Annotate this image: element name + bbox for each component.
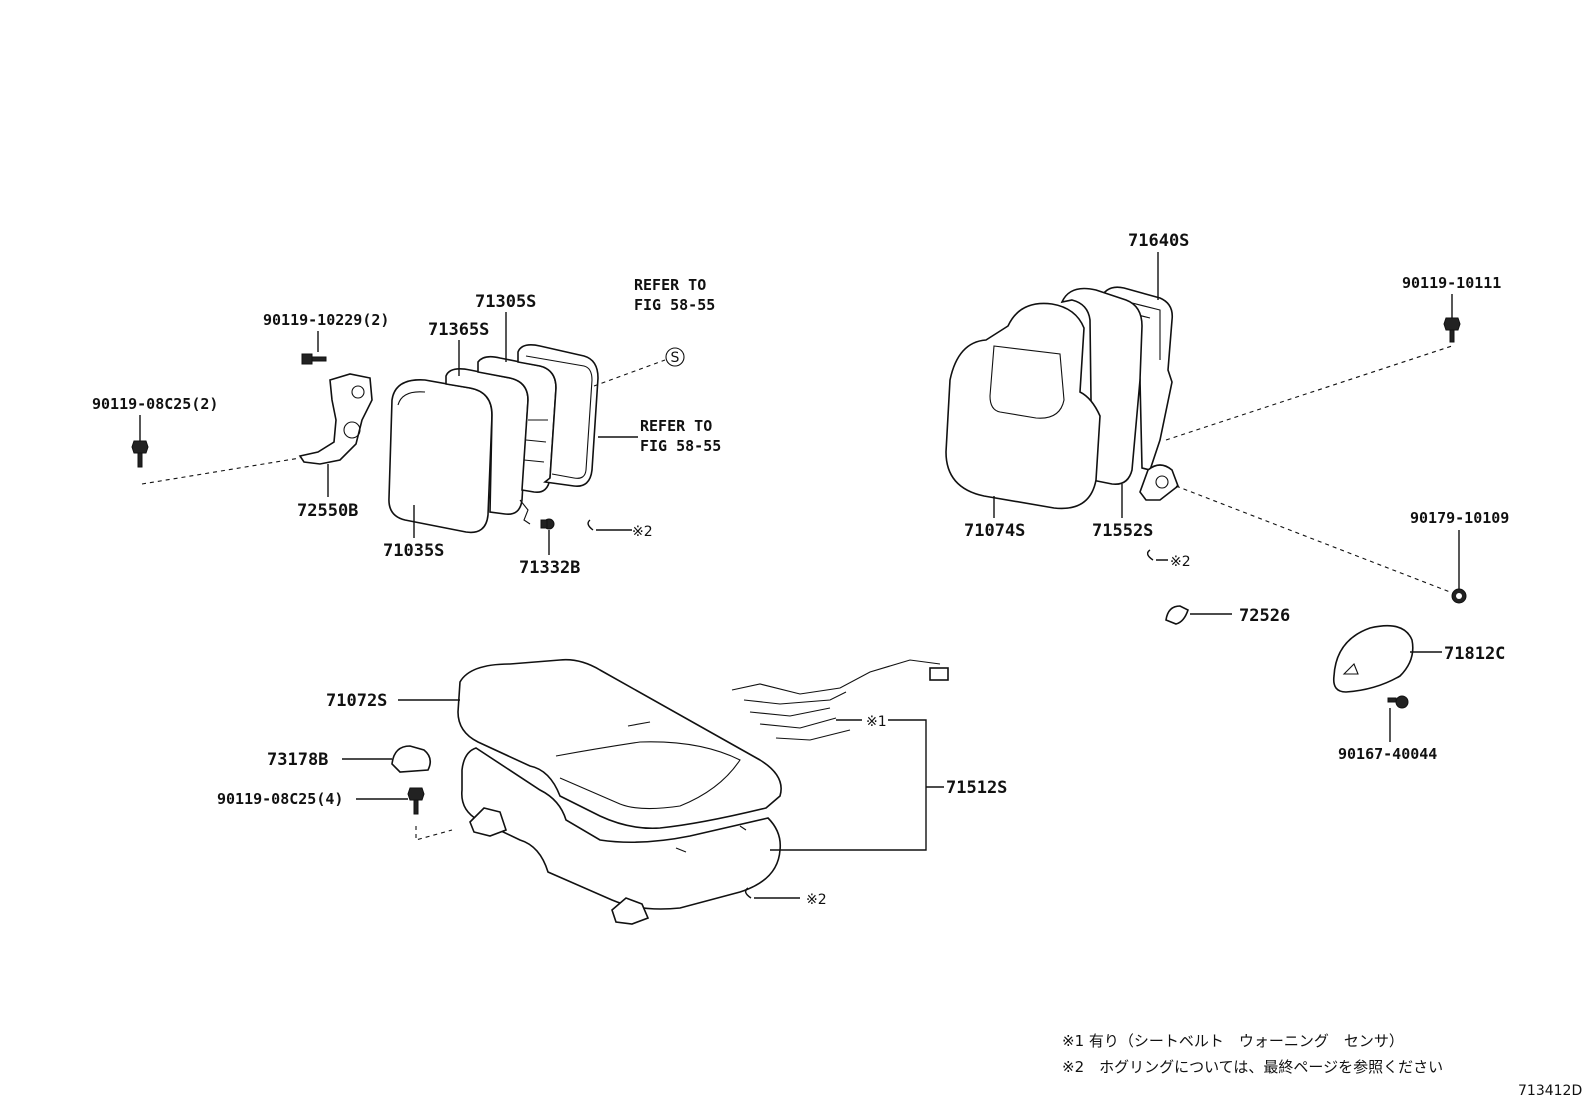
cushion-cover-71072s <box>457 658 782 830</box>
cushion-bracket-right <box>611 897 650 925</box>
label-72550b: 72550B <box>297 501 358 521</box>
recliner-mechanism <box>1139 464 1179 501</box>
cushion-bracket-left <box>469 807 508 837</box>
sensor-harness <box>731 659 941 741</box>
seatback-cover-71074s <box>945 302 1101 510</box>
bolt-90119-10229-icon <box>301 353 327 365</box>
ref-text-1b: FIG 58-55 <box>634 296 715 314</box>
mark-1: ※1 <box>866 714 887 730</box>
label-90119-10111: 90119-10111 <box>1402 274 1501 292</box>
cap-72526 <box>1165 605 1189 625</box>
seat-back-right-group <box>945 286 1467 709</box>
ref-s-label: S <box>671 350 680 366</box>
note-1: ※1 有り（シートベルト ウォーニング センサ） <box>1062 1032 1404 1050</box>
label-71035s: 71035S <box>383 541 444 561</box>
bolt-90119-08c25-icon <box>131 440 149 468</box>
bolt-90119-10111-icon <box>1443 317 1461 343</box>
nut-90179-10109-icon <box>1451 588 1467 604</box>
label-90119-10229: 90119-10229(2) <box>263 311 389 329</box>
label-71552s: 71552S <box>1092 521 1153 541</box>
seatback-board <box>517 344 599 487</box>
seatback-cover-71035s <box>388 379 493 534</box>
screw-90167-40044-icon <box>1387 695 1409 709</box>
note-2: ※2 ホグリングについては、最終ページを参照ください <box>1062 1058 1443 1076</box>
label-72526: 72526 <box>1239 606 1290 626</box>
mark-2-c: ※2 <box>806 892 827 908</box>
label-71365s: 71365S <box>428 320 489 340</box>
seat-cushion-group <box>391 658 949 925</box>
ref-text-1a: REFER TO <box>634 276 706 294</box>
label-90167-40044: 90167-40044 <box>1338 745 1437 763</box>
seatback-pad-71552s <box>1060 287 1143 486</box>
cover-71812c <box>1332 624 1414 693</box>
bottom-labels: 71072S 73178B 90119-08C25(4) ※1 71512S ※… <box>217 691 1007 908</box>
seat-back-left-group: S <box>131 344 685 534</box>
left-labels: 90119-10229(2) 71305S 71365S 90119-08C25… <box>92 276 721 578</box>
label-71072s: 71072S <box>326 691 387 711</box>
harness-connector <box>929 667 949 681</box>
label-71332b: 71332B <box>519 558 580 578</box>
mark-2-b: ※2 <box>1170 554 1191 570</box>
footnotes: ※1 有り（シートベルト ウォーニング センサ） ※2 ホグリングについては、最… <box>1062 1032 1582 1099</box>
label-71812c: 71812C <box>1444 644 1505 664</box>
right-labels: 71640S 90119-10111 71074S 71552S ※2 9017… <box>964 231 1509 763</box>
label-71074s: 71074S <box>964 521 1025 541</box>
label-90179-10109: 90179-10109 <box>1410 509 1509 527</box>
label-71305s: 71305S <box>475 292 536 312</box>
label-71512s: 71512S <box>946 778 1007 798</box>
ref-text-2b: FIG 58-55 <box>640 437 721 455</box>
seatback-pad-71365s <box>445 368 529 516</box>
ref-text-2a: REFER TO <box>640 417 712 435</box>
mark-2-a: ※2 <box>632 524 653 540</box>
ref-s-circle-icon <box>665 347 685 367</box>
label-73178b: 73178B <box>267 750 328 770</box>
label-90119-08c25-4: 90119-08C25(4) <box>217 790 343 808</box>
label-90119-08c25-2: 90119-08C25(2) <box>92 395 218 413</box>
label-71640s: 71640S <box>1128 231 1189 251</box>
cap-73178b <box>391 745 432 773</box>
bolt-90119-08c25-4-icon <box>407 787 425 815</box>
figure-code: 713412D <box>1518 1083 1582 1099</box>
